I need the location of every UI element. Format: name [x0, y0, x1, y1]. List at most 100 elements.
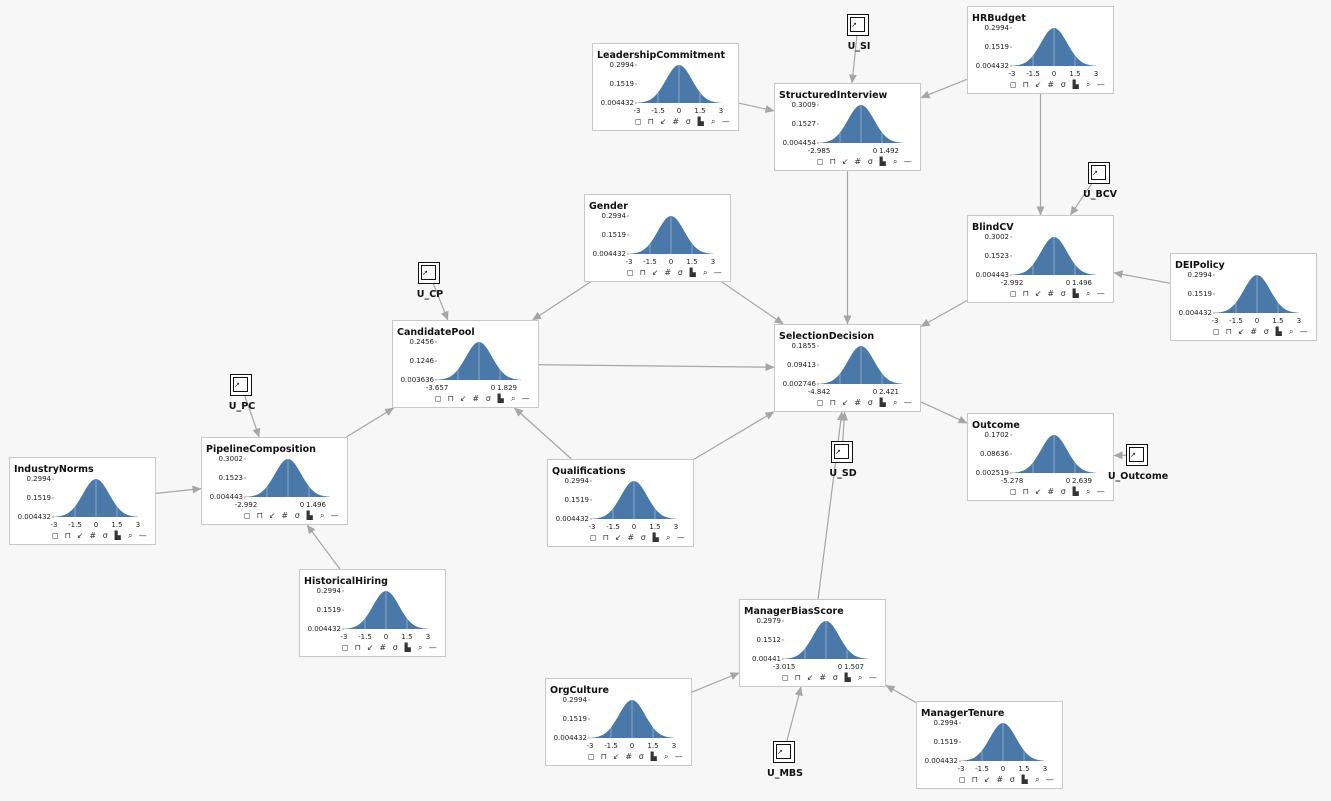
exogenous-box-icon[interactable]: ↗: [831, 441, 853, 463]
histogram-icon[interactable]: ▙: [652, 533, 661, 542]
histogram-icon[interactable]: ▙: [1021, 775, 1030, 784]
histogram-icon[interactable]: ▙: [497, 394, 506, 403]
square-icon[interactable]: ◻: [634, 117, 643, 126]
square-icon[interactable]: ◻: [341, 643, 350, 652]
sigma-icon[interactable]: σ: [391, 643, 400, 652]
dash-icon[interactable]: —: [1097, 289, 1106, 298]
edge-arrow-icon[interactable]: ↙: [1034, 487, 1043, 496]
exogenous-box-icon[interactable]: ↗: [230, 374, 252, 396]
edge-u_sd-to-selectiondecision[interactable]: [843, 412, 845, 441]
zoom-icon[interactable]: ⌕: [664, 533, 673, 542]
zoom-icon[interactable]: ⌕: [1084, 487, 1093, 496]
square-icon[interactable]: ◻: [434, 394, 443, 403]
pin-icon[interactable]: ⊓: [256, 511, 265, 520]
histogram-icon[interactable]: ▙: [306, 511, 315, 520]
dash-icon[interactable]: —: [714, 268, 723, 277]
dash-icon[interactable]: —: [522, 394, 531, 403]
pin-icon[interactable]: ⊓: [971, 775, 980, 784]
edge-historicalhiring-to-pipelinecomposition[interactable]: [307, 525, 340, 569]
dash-icon[interactable]: —: [1046, 775, 1055, 784]
edge-arrow-icon[interactable]: ↙: [841, 398, 850, 407]
square-icon[interactable]: ◻: [1009, 80, 1018, 89]
edge-managertenure-to-managerbiasscore[interactable]: [886, 685, 916, 702]
pin-icon[interactable]: ⊓: [354, 643, 363, 652]
edge-arrow-icon[interactable]: ↙: [659, 117, 668, 126]
edge-arrow-icon[interactable]: ↙: [614, 533, 623, 542]
edge-arrow-icon[interactable]: ↙: [1034, 80, 1043, 89]
zoom-icon[interactable]: ⌕: [509, 394, 518, 403]
grid-icon[interactable]: #: [1047, 80, 1056, 89]
edge-arrow-icon[interactable]: ↙: [983, 775, 992, 784]
grid-icon[interactable]: #: [1047, 289, 1056, 298]
square-icon[interactable]: ◻: [1212, 327, 1221, 336]
grid-icon[interactable]: #: [996, 775, 1005, 784]
histogram-icon[interactable]: ▙: [844, 673, 853, 682]
square-icon[interactable]: ◻: [816, 398, 825, 407]
noise-node-u-outcome[interactable]: ↗U_Outcome: [1093, 444, 1183, 504]
square-icon[interactable]: ◻: [1009, 289, 1018, 298]
grid-icon[interactable]: #: [472, 394, 481, 403]
sigma-icon[interactable]: σ: [866, 398, 875, 407]
pin-icon[interactable]: ⊓: [647, 117, 656, 126]
edge-u_mbs-to-managerbiasscore[interactable]: [787, 687, 801, 741]
sigma-icon[interactable]: σ: [637, 752, 646, 761]
edge-arrow-icon[interactable]: ↙: [459, 394, 468, 403]
sigma-icon[interactable]: σ: [101, 531, 110, 540]
zoom-icon[interactable]: ⌕: [1033, 775, 1042, 784]
edge-arrow-icon[interactable]: ↙: [806, 673, 815, 682]
sigma-icon[interactable]: σ: [639, 533, 648, 542]
edge-hrbudget-to-structuredinterview[interactable]: [921, 79, 967, 97]
pin-icon[interactable]: ⊓: [64, 531, 73, 540]
sigma-icon[interactable]: σ: [1059, 487, 1068, 496]
grid-icon[interactable]: #: [1250, 327, 1259, 336]
square-icon[interactable]: ◻: [589, 533, 598, 542]
dash-icon[interactable]: —: [675, 752, 684, 761]
noise-node-u-si[interactable]: ↗U_SI: [814, 14, 904, 74]
square-icon[interactable]: ◻: [958, 775, 967, 784]
edge-arrow-icon[interactable]: ↙: [1034, 289, 1043, 298]
edge-selectiondecision-to-outcome[interactable]: [921, 402, 967, 423]
square-icon[interactable]: ◻: [816, 157, 825, 166]
pin-icon[interactable]: ⊓: [639, 268, 648, 277]
histogram-icon[interactable]: ▙: [650, 752, 659, 761]
edge-qualifications-to-selectiondecision[interactable]: [694, 412, 774, 460]
histogram-icon[interactable]: ▙: [114, 531, 123, 540]
sigma-icon[interactable]: σ: [293, 511, 302, 520]
noise-node-u-pc[interactable]: ↗U_PC: [197, 374, 287, 434]
sigma-icon[interactable]: σ: [1059, 289, 1068, 298]
square-icon[interactable]: ◻: [1009, 487, 1018, 496]
dash-icon[interactable]: —: [1097, 80, 1106, 89]
grid-icon[interactable]: #: [672, 117, 681, 126]
grid-icon[interactable]: #: [281, 511, 290, 520]
noise-node-u-bcv[interactable]: ↗U_BCV: [1055, 162, 1145, 222]
grid-icon[interactable]: #: [1047, 487, 1056, 496]
edge-arrow-icon[interactable]: ↙: [366, 643, 375, 652]
zoom-icon[interactable]: ⌕: [1287, 327, 1296, 336]
pin-icon[interactable]: ⊓: [1022, 487, 1031, 496]
pin-icon[interactable]: ⊓: [829, 398, 838, 407]
zoom-icon[interactable]: ⌕: [126, 531, 135, 540]
histogram-icon[interactable]: ▙: [689, 268, 698, 277]
edge-deipolicy-to-blindcv[interactable]: [1114, 273, 1170, 283]
noise-node-u-sd[interactable]: ↗U_SD: [798, 441, 888, 501]
sigma-icon[interactable]: σ: [684, 117, 693, 126]
zoom-icon[interactable]: ⌕: [709, 117, 718, 126]
edge-orgculture-to-managerbiasscore[interactable]: [692, 673, 739, 692]
edge-pipelinecomposition-to-candidatepool[interactable]: [346, 408, 393, 437]
dash-icon[interactable]: —: [677, 533, 686, 542]
edge-blindcv-to-selectiondecision[interactable]: [921, 301, 967, 327]
grid-icon[interactable]: #: [664, 268, 673, 277]
noise-node-u-mbs[interactable]: ↗U_MBS: [740, 741, 830, 801]
zoom-icon[interactable]: ⌕: [891, 398, 900, 407]
pin-icon[interactable]: ⊓: [1022, 80, 1031, 89]
grid-icon[interactable]: #: [854, 398, 863, 407]
dash-icon[interactable]: —: [429, 643, 438, 652]
